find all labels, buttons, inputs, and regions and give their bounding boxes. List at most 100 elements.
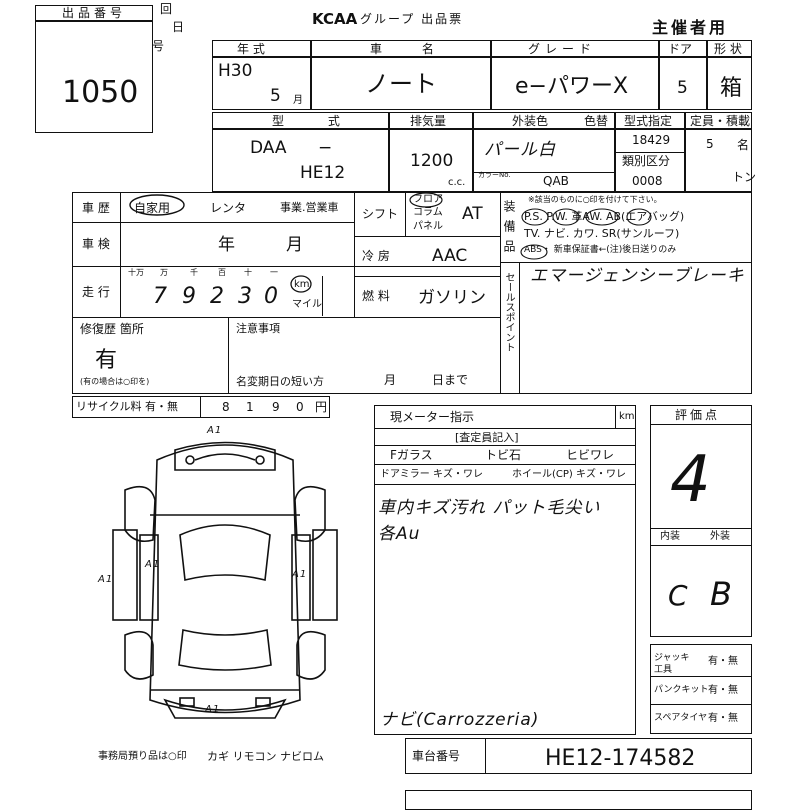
car-diagram bbox=[112, 441, 338, 719]
tobiishi-label: トビ石 bbox=[485, 448, 522, 462]
spare-yes-no: 有・無 bbox=[708, 713, 738, 724]
row1-table bbox=[212, 40, 752, 110]
category-label: 類別区分 bbox=[622, 154, 671, 168]
puncture-label: パンクキット bbox=[654, 685, 709, 695]
digit-label-1: 一 bbox=[270, 268, 278, 277]
diagram-mark-left: A1 bbox=[98, 574, 114, 585]
exterior-color-label: 外装色 bbox=[512, 114, 549, 128]
diagram-mark-bottom: A1 bbox=[205, 704, 221, 715]
shaken-year: 年 bbox=[218, 235, 235, 255]
shape-value: 箱 bbox=[720, 76, 743, 101]
sales-point-label: セールスポイント bbox=[503, 272, 514, 352]
history-business: 事業.営業車 bbox=[280, 201, 339, 214]
inspector-box bbox=[374, 405, 636, 735]
interior-grade: C bbox=[668, 579, 689, 612]
digit-label-10k: 万 bbox=[160, 268, 168, 277]
recycle-digit-1: 8 bbox=[222, 400, 230, 414]
score-label: 評価点 bbox=[675, 408, 721, 422]
interior-label: 内装 bbox=[660, 531, 680, 542]
repair-value: 有 bbox=[95, 348, 118, 373]
recycle-unit: 円 bbox=[315, 400, 328, 414]
chassis-number: HE12-174582 bbox=[545, 746, 696, 771]
aircon-label: 冷 房 bbox=[362, 249, 390, 263]
deadline-month: 月 bbox=[384, 373, 397, 387]
designation-value: 18429 bbox=[632, 133, 671, 147]
shape-label: 形 状 bbox=[714, 42, 742, 56]
mileage-digit-4: 3 bbox=[238, 284, 253, 309]
digit-label-100: 百 bbox=[218, 268, 226, 277]
equipment-line2: TV. ナビ. カワ. SR(サンルーフ) bbox=[524, 227, 680, 240]
history-private: 自家用 bbox=[134, 201, 171, 215]
repair-label: 修復歴 箇所 bbox=[80, 322, 144, 336]
wheel-label: ホイール(CP) キズ・ワレ bbox=[512, 469, 626, 480]
deadline-day: 日まで bbox=[432, 373, 469, 387]
digit-label-10: 十 bbox=[244, 268, 252, 277]
car-name: ノート bbox=[365, 70, 437, 98]
name-label: 車 名 bbox=[370, 42, 452, 56]
aircon-value: AAC bbox=[432, 246, 468, 266]
category-value: 0008 bbox=[632, 174, 663, 188]
recycle-label: リサイクル料 有・無 bbox=[76, 400, 178, 413]
model-month: 5 bbox=[270, 86, 281, 106]
year-label: 年 式 bbox=[237, 42, 265, 56]
model-code: HE12 bbox=[300, 163, 346, 183]
inspector-header: [査定員記入] bbox=[455, 431, 519, 444]
header-title: グループ 出品票 bbox=[360, 12, 464, 26]
caution-label: 注意事項 bbox=[236, 322, 280, 335]
bottom-box bbox=[405, 790, 752, 810]
score-value: 4 bbox=[670, 443, 712, 517]
floor-circle bbox=[409, 192, 443, 208]
color-value: パール白 bbox=[484, 140, 556, 160]
nichi-label: 日 bbox=[172, 20, 185, 34]
office-text: 事務局預り品は○印 bbox=[98, 751, 187, 762]
header-host: 主催者用 bbox=[652, 18, 729, 37]
shaken-label: 車 検 bbox=[82, 237, 110, 251]
history-rental: レンタ bbox=[210, 201, 247, 215]
digit-label-1k: 千 bbox=[190, 268, 198, 277]
grade-label: グレード bbox=[528, 42, 597, 56]
equipment-circles bbox=[520, 208, 652, 260]
mileage-digit-3: 2 bbox=[210, 284, 225, 309]
displacement-value: 1200 bbox=[410, 151, 454, 171]
private-circle bbox=[129, 194, 185, 216]
model-label: 型 式 bbox=[272, 114, 360, 128]
color-no-label: カラーNo. bbox=[478, 171, 511, 179]
equipment-label: 装備品 bbox=[502, 200, 516, 260]
score-box bbox=[650, 405, 752, 637]
row2-table bbox=[212, 112, 752, 192]
equipment-line3: ABS・ 新車保証書←(注)後日送りのみ bbox=[524, 245, 677, 255]
shift-label: シフト bbox=[362, 207, 399, 221]
digit-label-100k: 十万 bbox=[128, 268, 144, 277]
recycle-digit-4: 0 bbox=[296, 400, 304, 414]
spec-table bbox=[72, 192, 752, 394]
shift-option-column: コラム bbox=[413, 207, 443, 218]
header-logo: KCAA bbox=[312, 10, 358, 28]
month-unit: 月 bbox=[293, 95, 303, 106]
inspector-navi: ナビ(Carrozzeria) bbox=[380, 710, 540, 730]
ton-unit: トン bbox=[732, 170, 757, 184]
lot-number-label: 出品番号 bbox=[62, 6, 127, 20]
grade-value: e−パワーX bbox=[515, 74, 629, 99]
recycle-digit-3: 9 bbox=[272, 400, 280, 414]
color-no: QAB bbox=[543, 174, 569, 188]
diagram-mark-side: A1 bbox=[145, 559, 161, 570]
mileage-digit-2: 9 bbox=[182, 284, 197, 309]
mileage-digit-1: 7 bbox=[153, 284, 168, 309]
history-label: 車 歴 bbox=[82, 201, 110, 215]
equipment-line1: P.S. P.W. 革AW. AB(エアバッグ) bbox=[524, 210, 685, 223]
model-dash: − bbox=[318, 138, 333, 158]
meter-km: km bbox=[619, 411, 635, 422]
displacement-label: 排気量 bbox=[410, 114, 447, 128]
exterior-grade: B bbox=[710, 575, 733, 613]
hibi-label: ヒビワレ bbox=[566, 448, 615, 462]
shaken-month: 月 bbox=[286, 235, 303, 255]
inspector-note-2: 各Au bbox=[378, 524, 421, 544]
model-year: H30 bbox=[218, 61, 253, 81]
km-unit: km bbox=[294, 279, 310, 290]
deadline-label: 名変期日の短い方 bbox=[236, 375, 324, 388]
mileage-label: 走 行 bbox=[82, 285, 110, 299]
lot-number-box bbox=[35, 5, 153, 133]
fuel-label: 燃 料 bbox=[362, 289, 390, 303]
jack-label: ジャッキ 工具 bbox=[654, 653, 690, 675]
repair-note: (有の場合は○印を) bbox=[80, 377, 150, 386]
